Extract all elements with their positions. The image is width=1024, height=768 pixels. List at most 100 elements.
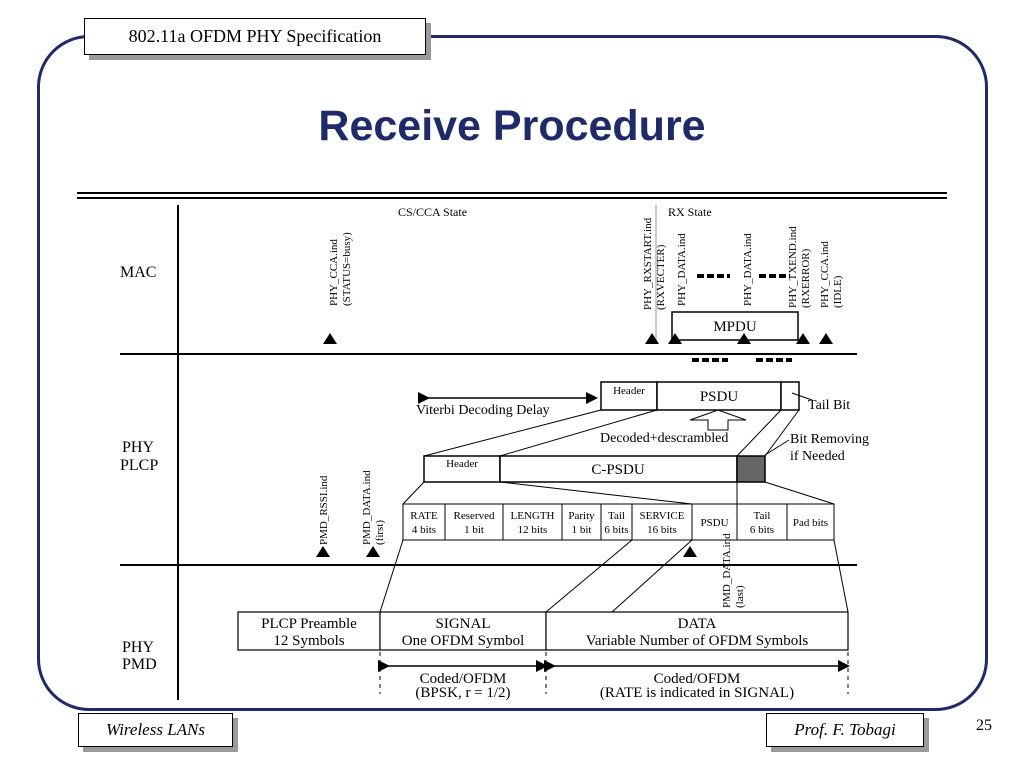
expand-line-left [423,409,602,457]
title-rule-top [77,192,947,194]
field-box [691,503,738,541]
field-size: 4 bits [412,524,436,536]
cca-idle-label-1: PHY_CCA.ind [819,241,831,308]
arrow-up-icon [316,546,330,582]
field-size: 1 bit [572,524,592,536]
arrow-up-icon [683,546,697,582]
pmd-line-4 [833,539,849,613]
tail-bit-label: Tail Bit [808,398,850,413]
arrow-up-icon [323,333,337,369]
tail-bit-leader [791,392,813,401]
mpdu-label: MPDU [713,319,757,335]
arrow-up-icon [737,333,751,369]
pmd-line-2 [545,539,633,613]
rxstart-label-1: PHY_RXSTART.ind [642,217,654,310]
cs-cca-state-label: CS/CCA State [398,205,467,219]
field-size: 12 bits [518,524,548,536]
viterbi-delay-label: Viterbi Decoding Delay [416,403,550,418]
field-size: 6 bits [750,524,774,536]
field-name: Parity [568,510,595,522]
fields-line-4 [764,481,835,505]
preamble-label-1: PLCP Preamble [261,616,357,632]
field-name: SERVICE [640,510,685,522]
bit-removing-label-1: Bit Removing [790,432,869,447]
signal-label-2: One OFDM Symbol [402,633,525,649]
field-box [786,503,835,541]
fields-line-2 [499,481,693,505]
data-ind-label-1: PHY_DATA.ind [676,233,688,306]
field-size: 6 bits [604,524,628,536]
plcp-header-label: Header [446,458,478,470]
field-name: PSDU [700,517,728,529]
header-label-psdu: Header [613,385,645,397]
bit-removing-label-2: if Needed [790,449,845,464]
rx-state-label: RX State [668,205,712,219]
signal-box [379,611,547,651]
slide-frame [37,35,988,711]
expand-line-mid [499,409,658,457]
pmd-data-last-label-2: (last) [734,585,746,608]
plcp-fields: RATE 4 bits Reserved 1 bit LENGTH 12 bits Pari… [402,503,835,541]
pmd-data-last-label-1: PMD_DATA.ind [721,533,733,608]
arrow-up-icon [668,333,682,369]
header-label: 802.11a OFDM PHY Specification [84,18,426,55]
field-box [561,503,602,541]
field-name: LENGTH [511,510,555,522]
data-label-1: DATA [678,616,717,632]
cca-idle-label-2: (IDLE) [832,275,844,308]
field-box [444,503,504,541]
psdu-label: PSDU [700,389,739,405]
field-size: 16 bits [647,524,677,536]
coding-left-label-2: (BPSK, r = 1/2) [415,685,510,701]
pmd-data-first-label-2: (first) [374,520,386,545]
field-name: Reserved [454,510,495,522]
preamble-label-2: 12 Symbols [273,633,344,649]
data-box [545,611,849,651]
bit-removing-block [736,455,766,483]
bit-removing-leader [764,439,790,456]
rxend-label-2: (RXERROR) [800,248,812,308]
title-rule-bottom [77,197,947,199]
layer-label-phy-plcp-2: PLCP [120,457,158,474]
field-name: Pad bits [793,517,828,529]
rxend-label-1: PHY_TXEND.ind [787,226,799,308]
expand-line-right [736,409,782,457]
field-size: 1 bit [464,524,484,536]
field-box [631,503,693,541]
field-box [502,503,563,541]
fields-line-1 [402,481,425,505]
coding-right-label-1: Coded/OFDM [654,671,741,687]
arrow-up-icon [645,333,659,369]
field-box [736,503,788,541]
field-name: RATE [410,510,438,522]
decoded-arrow-icon [689,409,747,431]
arrow-up-icon [819,333,833,369]
cpsdu-label: C-PSDU [591,462,645,478]
psdu-box [656,381,782,411]
layer-label-mac: MAC [120,264,156,281]
phy-cca-busy-label-1: PHY_CCA.ind [328,239,340,306]
tail-bit-box [780,381,800,411]
footer-author-label: Prof. F. Tobagi [766,713,924,747]
field-name: Tail [608,510,625,522]
field-box [600,503,633,541]
slide-title: Receive Procedure [318,102,706,150]
footer-course-label: Wireless LANs [78,713,233,747]
coding-right-label-2: (RATE is indicated in SIGNAL) [600,685,794,701]
arrow-up-icon [796,333,810,369]
signal-label-1: SIGNAL [436,616,491,632]
header-box [600,381,658,411]
layer-label-phy-plcp-1: PHY [122,439,154,456]
arrow-up-icon [366,546,380,582]
decoded-label: Decoded+descrambled [600,431,728,446]
page-number: 25 [976,717,992,734]
data-ind-label-2: PHY_DATA.ind [742,233,754,306]
plcp-header-box [423,455,501,483]
expand-line-tail [764,409,800,457]
data-label-2: Variable Number of OFDM Symbols [586,633,809,649]
field-name: Tail [754,510,771,522]
pmd-line-1 [379,539,404,613]
pmd-data-first-label-1: PMD_DATA.ind [361,470,373,545]
coding-left-label-1: Coded/OFDM [420,671,507,687]
